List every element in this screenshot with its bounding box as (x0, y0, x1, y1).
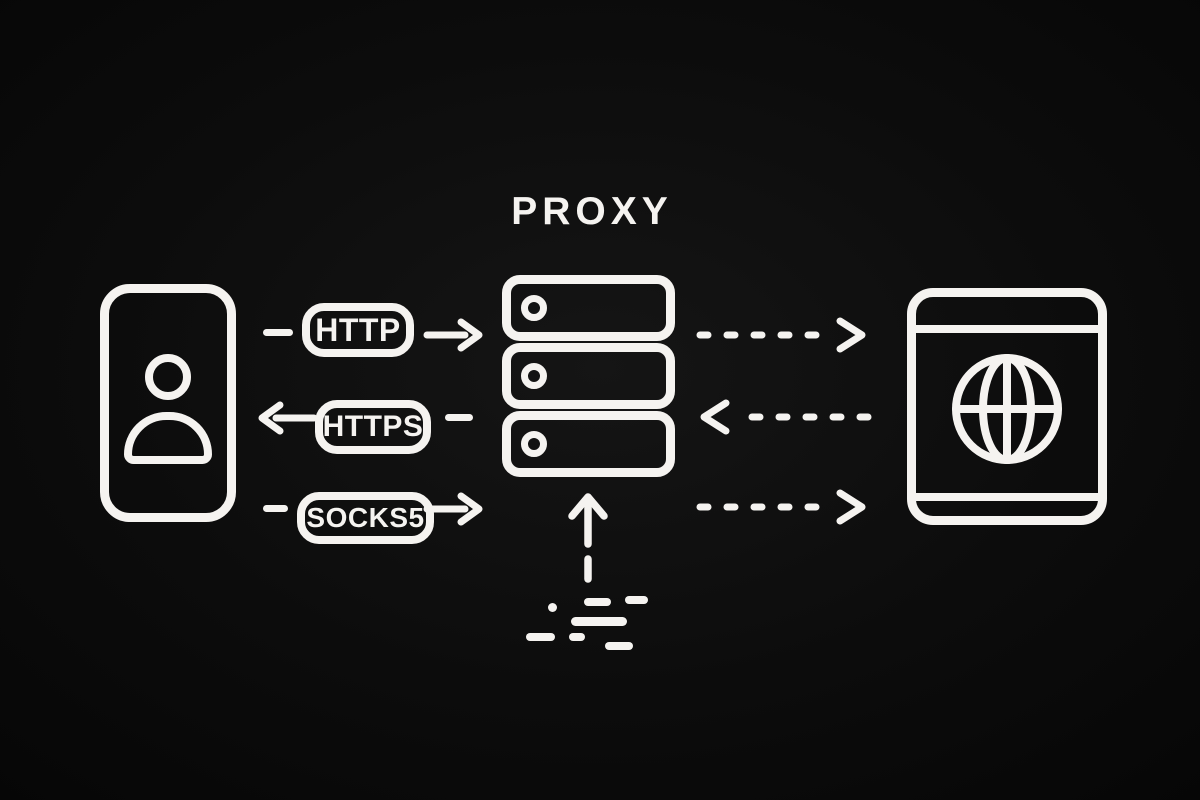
user-body-icon (124, 412, 212, 464)
arrow-left-icon (258, 401, 318, 435)
traffic-dash (569, 633, 585, 641)
arrow-right-icon (423, 318, 483, 352)
browser-frame (907, 288, 1107, 525)
server-led-icon (521, 431, 547, 457)
browser-toolbar-line (916, 325, 1098, 333)
server-led-icon (521, 295, 547, 321)
server-unit (502, 275, 675, 341)
traffic-dash (526, 633, 555, 641)
traffic-dash (625, 596, 648, 604)
https-connector-dash (445, 414, 473, 421)
server-unit (502, 411, 675, 477)
traffic-dash (584, 598, 611, 606)
client-device-icon (100, 284, 236, 522)
socks5-connector-dash (263, 505, 288, 512)
diagram-title: PROXY (511, 190, 673, 233)
traffic-dash (571, 617, 627, 626)
protocol-badge-https: HTTPS (315, 400, 431, 454)
dashed-arrow-right-icon (696, 317, 866, 353)
arrow-right-icon (423, 492, 483, 526)
traffic-dot (548, 603, 557, 612)
globe-icon (952, 354, 1062, 464)
dashed-arrow-right-icon (696, 489, 866, 525)
traffic-dash (605, 642, 633, 650)
http-connector-dash (263, 329, 293, 336)
browser-statusbar-line (916, 493, 1098, 501)
user-head-icon (145, 354, 191, 400)
up-arrow-icon (568, 493, 608, 583)
protocol-badge-socks5: SOCKS5 (297, 492, 434, 544)
server-unit (502, 343, 675, 409)
protocol-badge-http: HTTP (302, 303, 414, 357)
dashed-arrow-left-icon (700, 399, 872, 435)
server-led-icon (521, 363, 547, 389)
